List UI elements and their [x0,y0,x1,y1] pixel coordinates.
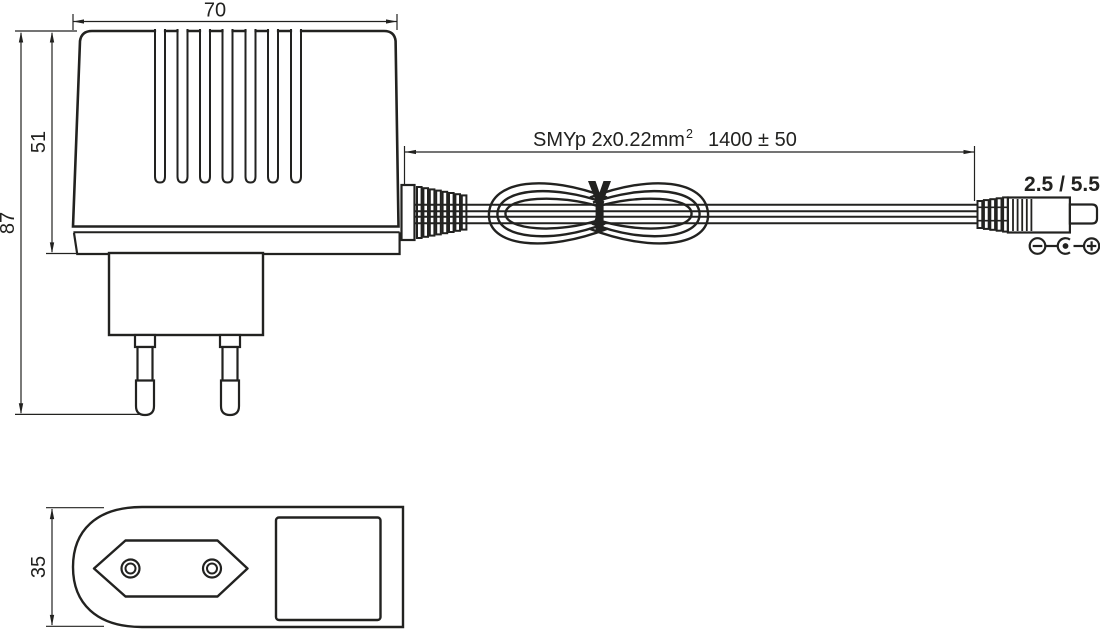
vent-slot [244,28,257,184]
connector-knurl [1012,199,1033,231]
polarity-center-pin-icon [1056,237,1071,255]
pin-hole-right [201,558,223,579]
vent-slot [221,28,234,184]
polarity-icon [1028,237,1100,255]
cable-coil [487,182,710,245]
connector-barrel [1068,203,1099,225]
dimension-body-height: 51 [28,31,76,255]
plug-pin-left [133,333,157,417]
dimension-total-height: 87 [0,30,140,415]
vent-slot [154,28,166,184]
vent-slots [154,28,302,184]
dim-body-height-label: 51 [28,131,50,153]
plug-pin-right [218,333,242,417]
body-bottom-flange [72,231,401,256]
vent-slot [176,28,189,184]
connector-strain-relief [976,196,1009,233]
vent-slot [267,28,279,184]
cable-length-label: 1400 ± 50 [708,129,797,151]
bottom-view [71,505,405,629]
cable-exit-nub [400,183,416,242]
vent-slot [199,28,211,184]
dimension-cable-length: SMYp 2x0.22mm 2 1400 ± 50 [403,127,976,201]
dc-connector [976,196,1100,255]
strain-relief [416,186,468,239]
mains-plug-base [107,251,265,337]
dimension-bottom-height: 35 [28,507,104,627]
polarity-plus-icon [1082,237,1100,255]
cable-spec-label: SMYp 2x0.22mm [533,129,685,151]
connector-rib-stripes [978,206,1008,222]
dim-bottom-height-label: 35 [28,556,50,578]
dimension-width: 70 [72,0,398,30]
label-area [274,516,382,622]
side-view [71,28,401,417]
adapter-body [71,29,400,228]
cable-tie [588,181,611,232]
vent-slot [290,28,302,184]
pin-hole-left [120,558,141,579]
dim-total-height-label: 87 [0,212,19,234]
europlug-face [92,539,249,598]
cable-spec-superscript: 2 [686,127,693,141]
dim-width-label: 70 [204,0,226,22]
polarity-minus-icon [1028,237,1047,255]
connector-size-label: 2.5 / 5.5 [1024,173,1100,196]
cable-assembly [400,181,978,245]
